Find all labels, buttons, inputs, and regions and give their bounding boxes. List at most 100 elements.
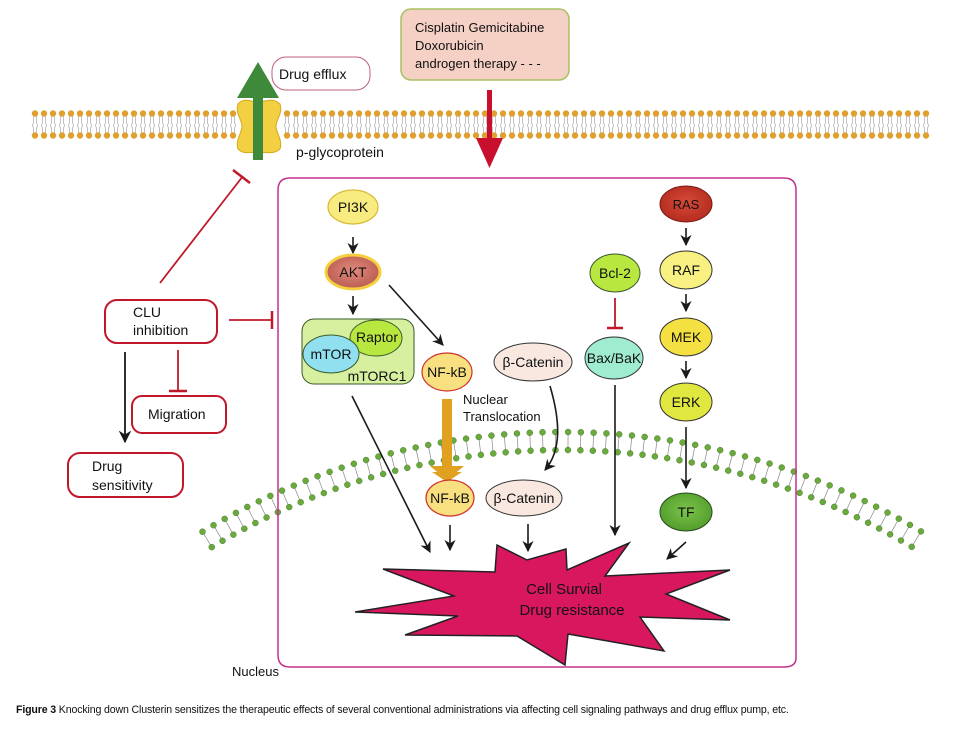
mtorc1-complex: Raptor mTOR mTORC1 xyxy=(301,318,415,385)
efflux-arrow-icon xyxy=(237,62,279,160)
nuclear-phospholipid xyxy=(500,431,509,456)
nuclear-phospholipid xyxy=(853,497,868,521)
nuclear-phospholipid xyxy=(676,439,686,464)
phospholipid xyxy=(652,110,660,139)
nuclear-phospholipid xyxy=(819,482,833,506)
phospholipid xyxy=(445,110,453,139)
phospholipid xyxy=(805,110,813,139)
node-beta-catenin-nucleus: β-Catenin xyxy=(485,479,563,517)
phospholipid xyxy=(724,110,732,139)
phospholipid xyxy=(625,110,633,139)
node-akt-label: AKT xyxy=(339,264,367,280)
node-ras-label: RAS xyxy=(673,197,700,212)
nuclear-phospholipid xyxy=(400,447,411,472)
node-ras: RAS xyxy=(659,185,713,223)
phospholipid xyxy=(598,110,606,139)
phospholipid xyxy=(418,110,426,139)
clu-inhibition-box: CLU inhibition xyxy=(104,299,218,344)
nuclear-phospholipid xyxy=(908,528,925,551)
node-nfkb-cytoplasm: NF-kB xyxy=(421,352,473,392)
nuclear-phospholipid xyxy=(314,473,328,497)
phospholipid xyxy=(688,110,696,139)
drug-sensitivity-line-2: sensitivity xyxy=(92,477,153,493)
nuclear-phospholipid xyxy=(513,430,522,455)
nuclear-phospholipid xyxy=(796,472,810,497)
phospholipid xyxy=(166,110,174,139)
node-bax-bak-label: Bax/BaK xyxy=(587,350,642,366)
phospholipid xyxy=(355,110,363,139)
phospholipid xyxy=(895,110,903,139)
nuclear-phospholipid xyxy=(864,503,880,526)
nuclear-phospholipid xyxy=(784,468,798,492)
node-tf: TF xyxy=(659,492,713,532)
phospholipid xyxy=(841,110,849,139)
phospholipid xyxy=(787,110,795,139)
phospholipid xyxy=(733,110,741,139)
nuclear-phospholipid xyxy=(831,487,845,511)
clu-inhibits-cell xyxy=(229,311,274,329)
nuclear-phospholipid xyxy=(462,435,472,460)
phospholipid xyxy=(580,110,588,139)
phospholipid xyxy=(481,110,489,139)
phospholipid xyxy=(31,110,39,139)
phospholipid xyxy=(202,110,210,139)
phospholipid xyxy=(796,110,804,139)
phospholipid xyxy=(40,110,48,139)
phospholipid xyxy=(589,110,597,139)
phospholipid xyxy=(67,110,75,139)
node-nfkb-nucleus: NF-kB xyxy=(425,479,475,517)
phospholipid xyxy=(634,110,642,139)
nuclear-phospholipid xyxy=(255,498,270,521)
nuclear-phospholipid xyxy=(712,446,724,471)
nuclear-phospholipid xyxy=(749,456,761,481)
nuclear-phospholipid xyxy=(350,460,363,485)
phospholipid xyxy=(58,110,66,139)
node-pi3k: PI3K xyxy=(327,189,379,225)
phospholipid xyxy=(346,110,354,139)
phospholipid xyxy=(229,110,237,139)
nuclear-phospholipid xyxy=(210,522,226,545)
nuclear-phospholipid xyxy=(278,487,293,511)
nuclear-phospholipid xyxy=(725,449,736,474)
caption-text: Knocking down Clusterin sensitizes the t… xyxy=(56,704,789,716)
nuclear-phospholipid xyxy=(737,453,749,477)
nuclear-phospholipid xyxy=(772,464,785,488)
nuclear-phospholipid xyxy=(425,441,435,466)
node-raf-label: RAF xyxy=(672,262,700,278)
drug-efflux-label: Drug efflux xyxy=(279,66,346,82)
phospholipid xyxy=(94,110,102,139)
phospholipid xyxy=(886,110,894,139)
phospholipid xyxy=(904,110,912,139)
migration-label: Migration xyxy=(148,406,206,422)
figure-number: Figure 3 xyxy=(16,704,57,716)
phospholipid xyxy=(553,110,561,139)
phospholipid xyxy=(463,110,471,139)
outcome-label-1: Cell Survial xyxy=(526,581,602,598)
clu-inhibits-migration xyxy=(169,350,187,393)
phospholipid xyxy=(337,110,345,139)
node-bcl2-label: Bcl-2 xyxy=(599,265,631,281)
node-raf: RAF xyxy=(659,250,713,290)
nuclear-phospholipid xyxy=(875,509,891,532)
nuclear-translocation-arrow xyxy=(430,399,464,482)
clu-inhibits-pump xyxy=(159,169,251,284)
phospholipid xyxy=(643,110,651,139)
node-beta-catenin-cytoplasm-label: β-Catenin xyxy=(503,354,564,370)
pathway-diagram: Cisplatin Gemicitabine Doxorubicin andro… xyxy=(31,8,930,679)
phospholipid xyxy=(364,110,372,139)
beta-catenin-translocation-arrow xyxy=(544,385,559,471)
nuclear-translocation-label-1: Nuclear xyxy=(463,392,508,407)
nuclear-phospholipid xyxy=(564,428,572,454)
node-pi3k-label: PI3K xyxy=(338,199,369,215)
nuclear-phospholipid xyxy=(244,503,259,527)
nuclear-phospholipid xyxy=(290,482,304,506)
nuclear-phospholipid xyxy=(267,492,282,516)
phospholipid xyxy=(328,110,336,139)
phospholipid xyxy=(544,110,552,139)
node-mek-label: MEK xyxy=(671,329,702,345)
phospholipid xyxy=(391,110,399,139)
nuclear-phospholipid xyxy=(387,450,399,474)
nuclear-phospholipid xyxy=(761,460,773,484)
phospholipid xyxy=(211,110,219,139)
nuclear-phospholipid xyxy=(897,521,914,544)
